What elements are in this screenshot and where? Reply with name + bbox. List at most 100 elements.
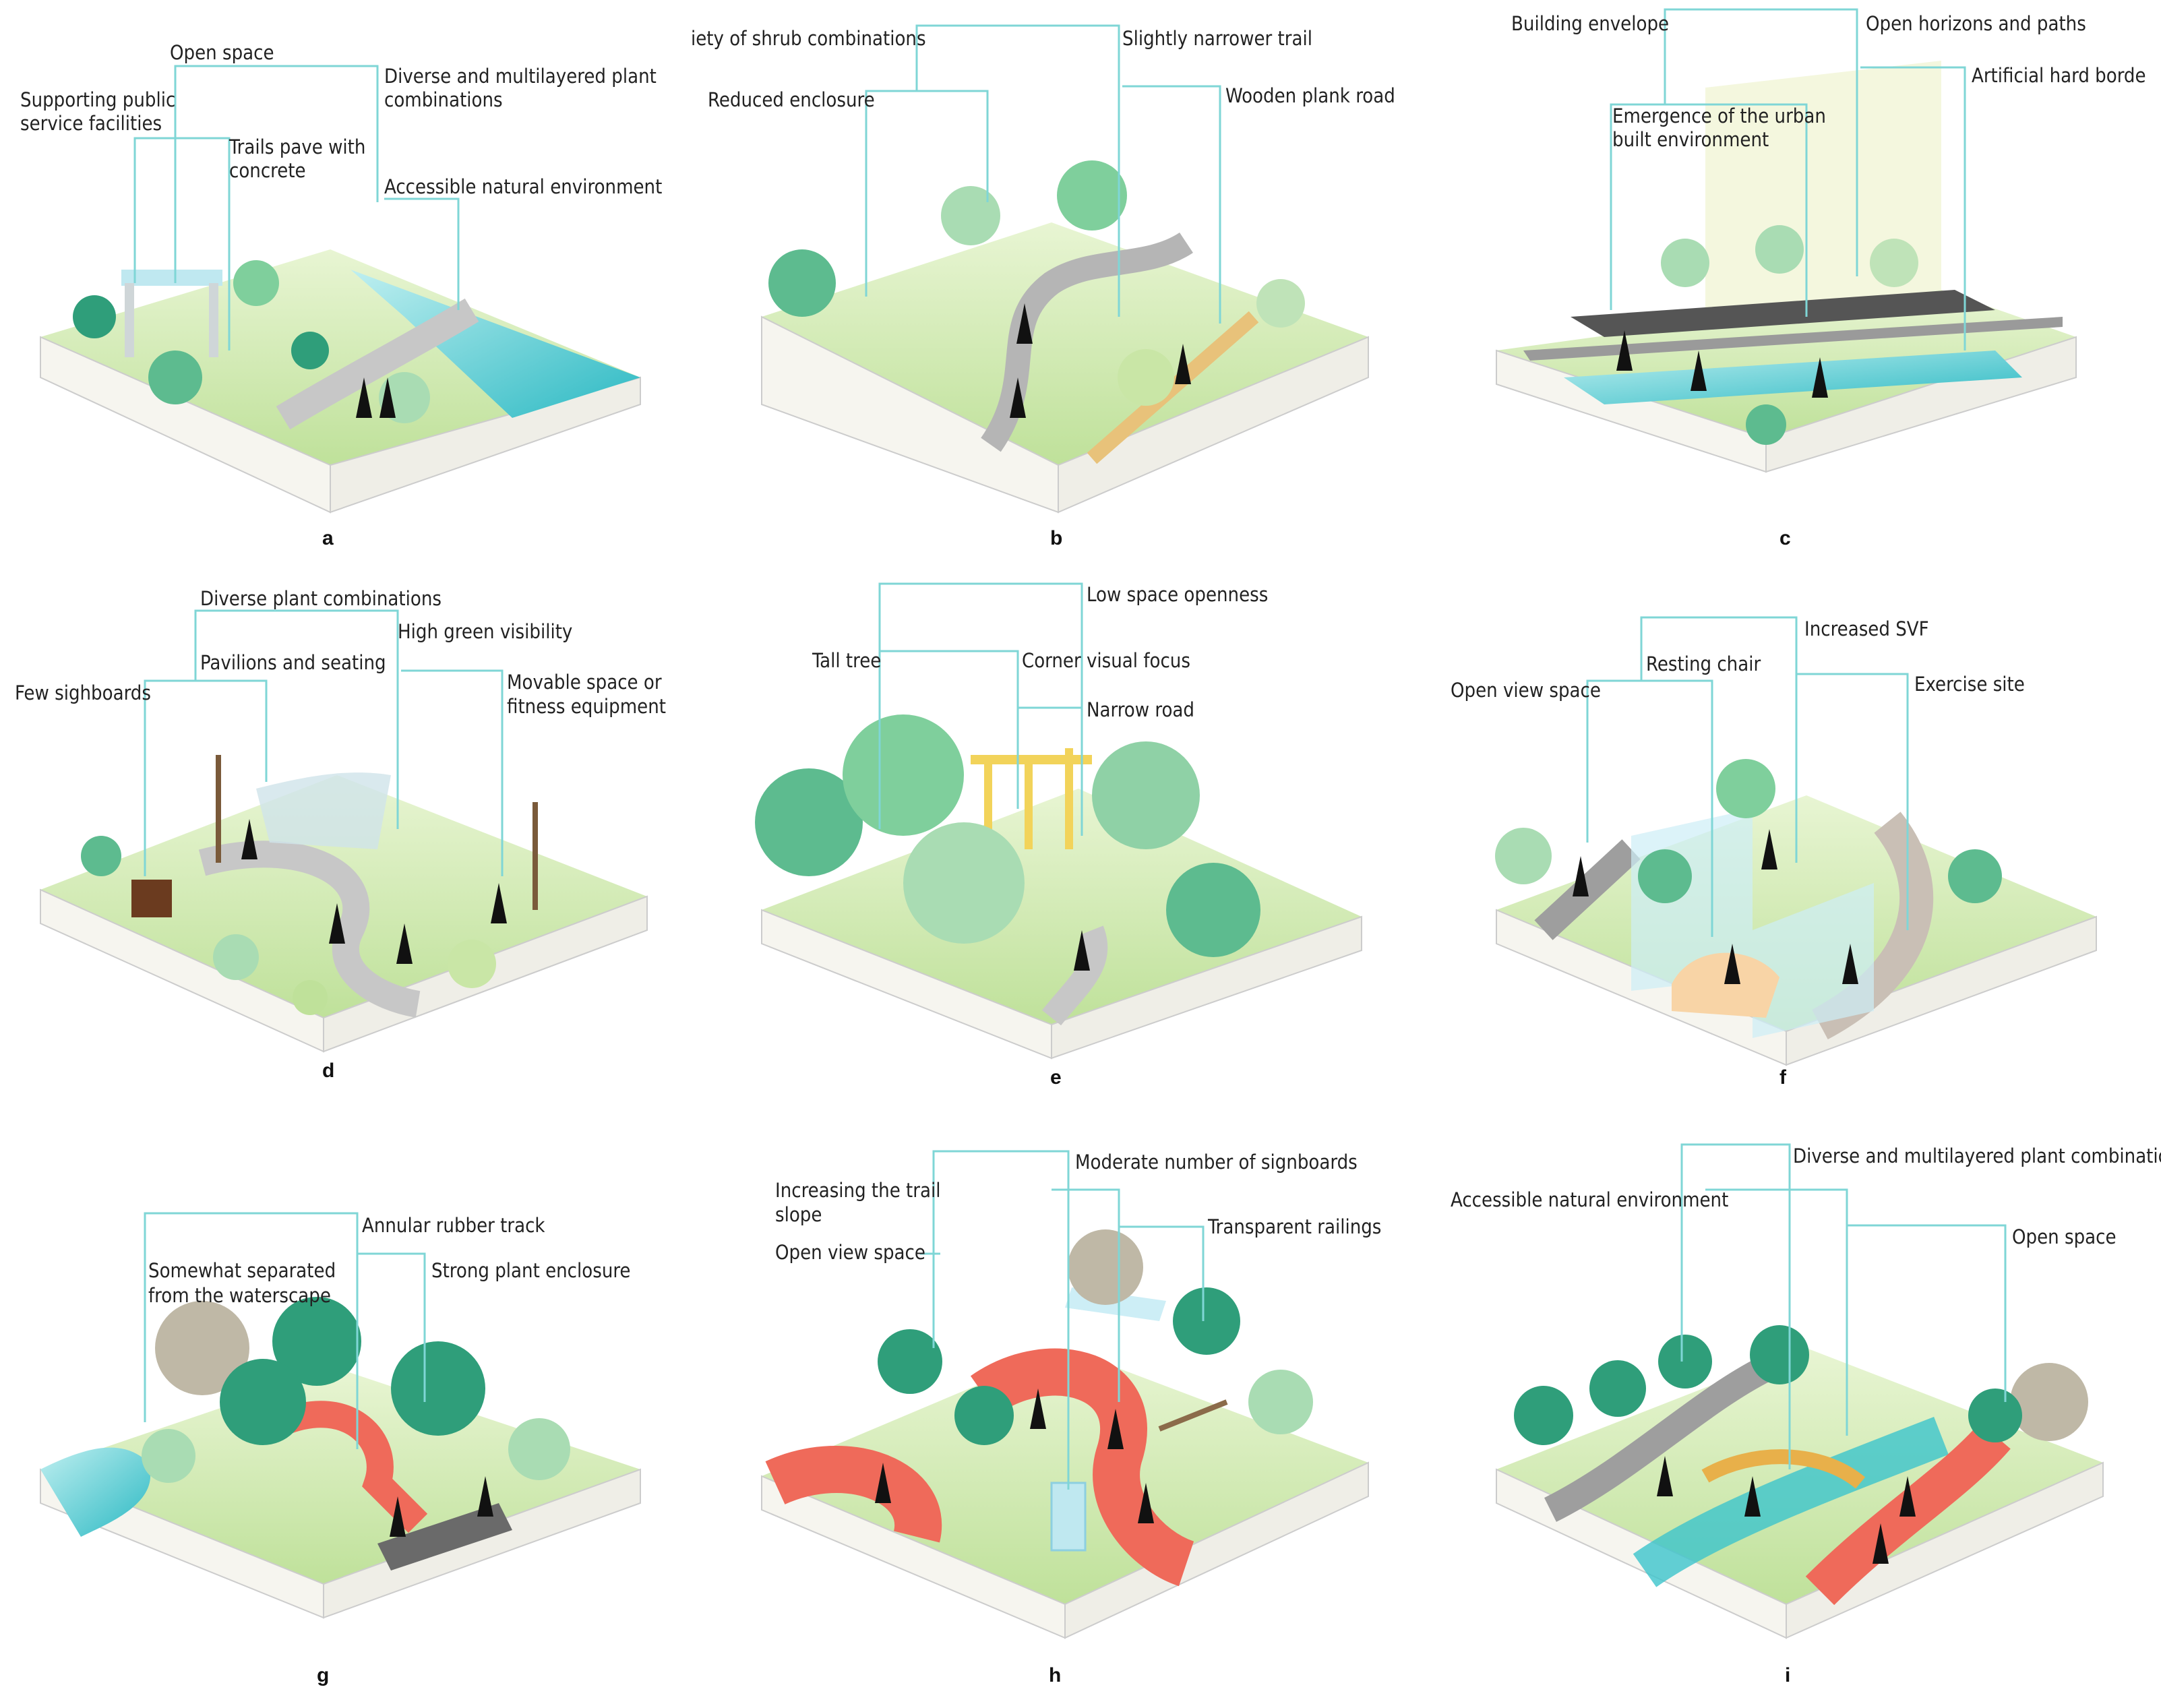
block-a bbox=[40, 249, 641, 514]
label-strong-plant: Strong plant enclosure bbox=[431, 1259, 631, 1282]
rubber-track bbox=[278, 1401, 428, 1533]
leaders-c bbox=[1610, 8, 1966, 350]
panel-b: iety of shrub combinations Slightly narr… bbox=[691, 24, 1395, 549]
label-somewhat-separated: Somewhat separated bbox=[148, 1259, 336, 1282]
label-open-view-f: Open view space bbox=[1451, 679, 1601, 702]
panel-letter-e: e bbox=[1050, 1066, 1062, 1089]
signboard bbox=[131, 880, 172, 917]
label-low-space-openness: Low space openness bbox=[1087, 583, 1268, 606]
label-moderate-signboards: Moderate number of signboards bbox=[1075, 1151, 1358, 1173]
panel-letter-g: g bbox=[317, 1664, 329, 1686]
panel-letter-a: a bbox=[322, 527, 334, 549]
curved-path bbox=[198, 841, 421, 1018]
panel-letter-i: i bbox=[1785, 1664, 1790, 1686]
panel-g: Annular rubber track Somewhat separated … bbox=[40, 1212, 641, 1686]
label-accessible-natural-i: Accessible natural environment bbox=[1451, 1188, 1728, 1211]
label-shrub-combinations: iety of shrub combinations bbox=[691, 27, 926, 50]
people-figures bbox=[390, 1476, 493, 1537]
hard-border bbox=[1571, 290, 1995, 337]
people-figures bbox=[1074, 930, 1090, 971]
leaders-d bbox=[144, 609, 504, 876]
label-few-sighboards: Few sighboards bbox=[15, 681, 151, 704]
label-transparent-railings: Transparent railings bbox=[1207, 1215, 1381, 1238]
lamp-post bbox=[216, 755, 221, 863]
pavilion-canopy bbox=[256, 772, 391, 849]
label-from-waterscape: from the waterscape bbox=[148, 1284, 331, 1307]
label-built-environment: built environment bbox=[1612, 128, 1769, 151]
label-open-horizons: Open horizons and paths bbox=[1866, 12, 2086, 35]
panel-letter-d: d bbox=[322, 1060, 334, 1082]
block-d bbox=[40, 755, 648, 1053]
label-open-space: Open space bbox=[170, 41, 274, 64]
stream bbox=[1633, 1417, 1949, 1587]
leaders-e bbox=[878, 582, 1083, 836]
block-g bbox=[40, 1297, 641, 1619]
signboard bbox=[1050, 1482, 1087, 1552]
wooden-plank-road bbox=[1087, 311, 1259, 464]
label-corner-visual: Corner visual focus bbox=[1022, 649, 1190, 672]
block-c bbox=[1496, 61, 2077, 473]
red-track bbox=[1805, 1422, 2011, 1606]
block-b bbox=[761, 160, 1369, 514]
people-figures bbox=[356, 377, 396, 418]
leaders-h bbox=[920, 1150, 1205, 1490]
label-accessible-natural: Accessible natural environment bbox=[384, 175, 662, 198]
label-concrete: concrete bbox=[229, 159, 306, 182]
leaders-a bbox=[133, 65, 460, 350]
panel-d: Diverse plant combinations High green vi… bbox=[15, 587, 666, 1082]
panel-letter-b: b bbox=[1050, 527, 1062, 549]
label-wooden-plank: Wooden plank road bbox=[1225, 84, 1395, 107]
label-diverse-multilayered-i: Diverse and multilayered plant combinati… bbox=[1793, 1145, 2161, 1167]
label-increased-svf: Increased SVF bbox=[1804, 617, 1929, 640]
label-high-green: High green visibility bbox=[398, 620, 572, 643]
panel-e: Low space openness Tall tree Corner visu… bbox=[755, 582, 1362, 1089]
waterscape bbox=[40, 1447, 151, 1537]
leaders-i bbox=[1680, 1143, 2007, 1469]
resting-chair bbox=[1672, 952, 1779, 1018]
panel-f: Increased SVF Resting chair Open view sp… bbox=[1451, 616, 2097, 1089]
panel-letter-f: f bbox=[1779, 1066, 1787, 1089]
panel-i: Diverse and multilayered plant combinati… bbox=[1451, 1143, 2161, 1686]
label-building-envelope: Building envelope bbox=[1511, 12, 1669, 35]
tall-tree bbox=[843, 714, 964, 836]
panel-h: Moderate number of signboards Increasing… bbox=[761, 1150, 1381, 1686]
block-f bbox=[1495, 759, 2097, 1066]
label-open-space-i: Open space bbox=[2012, 1225, 2117, 1248]
label-narrow-road: Narrow road bbox=[1087, 698, 1194, 721]
label-exercise-site: Exercise site bbox=[1914, 673, 2025, 696]
water-area bbox=[351, 270, 640, 418]
railing bbox=[1158, 1399, 1228, 1432]
label-artificial-hard: Artificial hard borde bbox=[1972, 64, 2146, 87]
label-annular-track: Annular rubber track bbox=[362, 1214, 545, 1237]
dark-slope bbox=[377, 1503, 512, 1570]
block-i bbox=[1496, 1325, 2104, 1639]
block-h bbox=[761, 1229, 1369, 1639]
label-reduced-enclosure: Reduced enclosure bbox=[708, 88, 875, 111]
panel-letter-h: h bbox=[1049, 1664, 1061, 1686]
shelter-roof bbox=[121, 270, 222, 286]
label-tall-tree: Tall tree bbox=[812, 649, 881, 672]
label-resting-chair: Resting chair bbox=[1646, 652, 1761, 675]
label-trails-pave: Trails pave with bbox=[229, 135, 365, 158]
label-combinations: combinations bbox=[384, 88, 503, 111]
concrete-trail bbox=[276, 298, 479, 430]
water-channel bbox=[1564, 350, 2022, 404]
label-slope: slope bbox=[775, 1203, 822, 1226]
label-pavilions-seating: Pavilions and seating bbox=[200, 651, 386, 674]
narrow-road bbox=[1041, 925, 1108, 1026]
bridge bbox=[1701, 1449, 1866, 1489]
label-diverse-plant: Diverse plant combinations bbox=[200, 587, 442, 610]
tall-tree bbox=[755, 768, 863, 876]
label-open-view-h: Open view space bbox=[775, 1241, 925, 1264]
label-fitness-equipment: fitness equipment bbox=[507, 695, 666, 718]
label-movable-space: Movable space or bbox=[507, 671, 662, 694]
leaders-f bbox=[1586, 616, 1909, 937]
label-supporting-public: Supporting public bbox=[20, 88, 175, 111]
lamp-post bbox=[532, 802, 538, 910]
label-diverse-multilayered: Diverse and multilayered plant bbox=[384, 65, 657, 88]
block-e bbox=[755, 714, 1362, 1060]
panel-a: Open space Supporting public service fac… bbox=[20, 41, 662, 549]
label-emergence-urban: Emergence of the urban bbox=[1612, 104, 1826, 127]
red-track bbox=[765, 1446, 942, 1543]
